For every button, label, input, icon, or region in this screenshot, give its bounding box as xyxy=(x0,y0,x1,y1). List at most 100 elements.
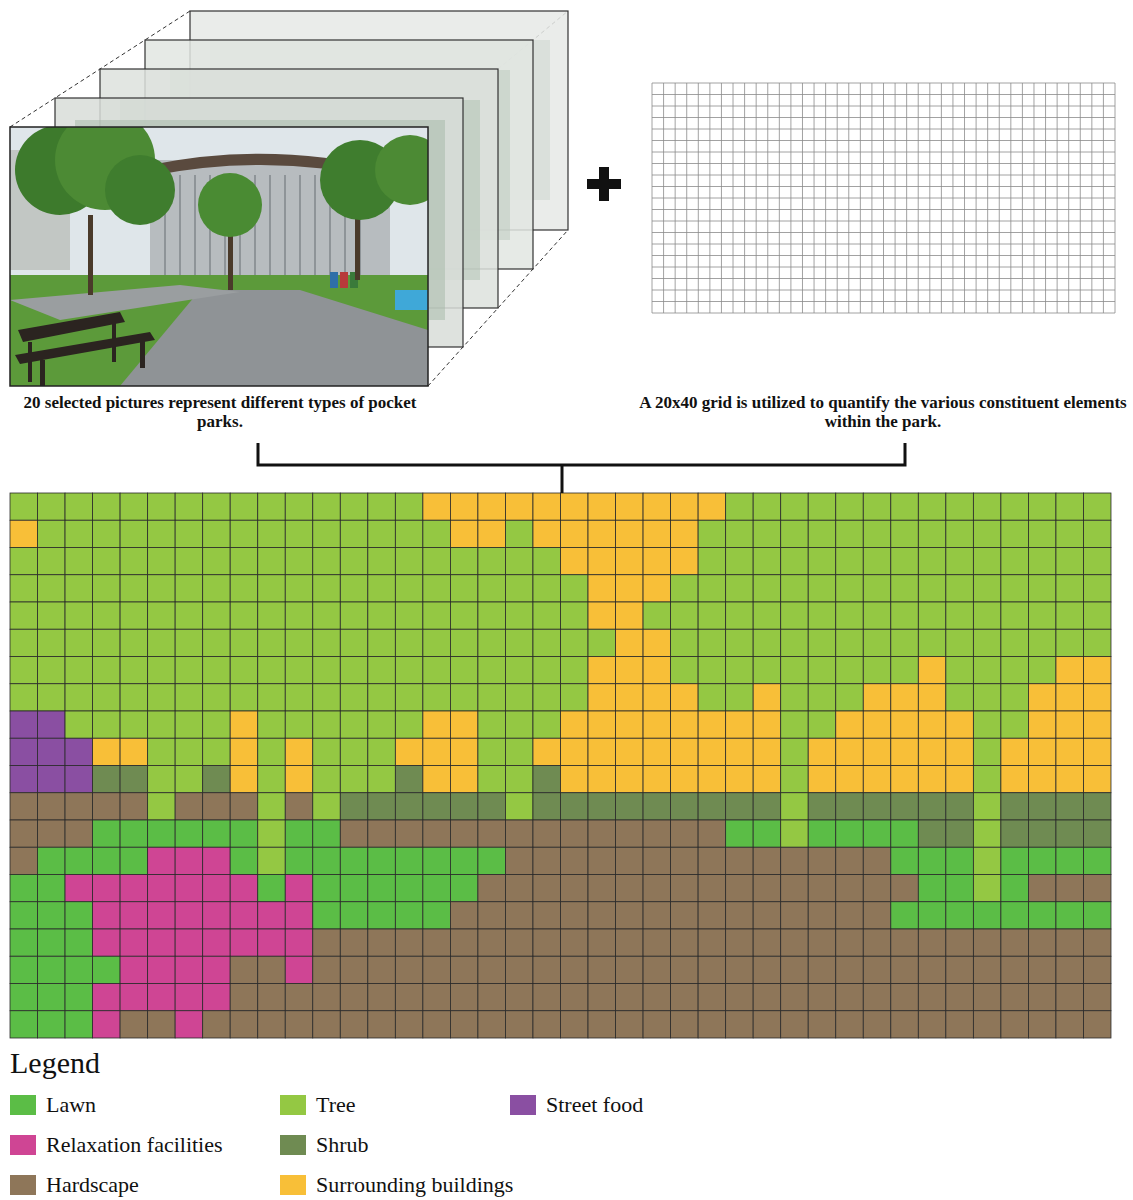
grid-cell xyxy=(588,956,616,983)
grid-cell xyxy=(478,493,506,520)
grid-cell xyxy=(836,1011,864,1038)
grid-cell xyxy=(38,711,66,738)
grid-cell xyxy=(643,657,671,684)
grid-cell xyxy=(671,575,699,602)
grid-cell xyxy=(368,629,396,656)
grid-cell xyxy=(423,738,451,765)
grid-cell xyxy=(93,820,121,847)
grid-cell xyxy=(891,548,919,575)
grid-cell xyxy=(533,766,561,793)
grid-cell xyxy=(175,820,203,847)
grid-cell xyxy=(230,575,258,602)
grid-cell xyxy=(505,847,533,874)
grid-cell xyxy=(588,520,616,547)
grid-cell xyxy=(395,902,423,929)
grid-cell xyxy=(781,684,809,711)
grid-cell xyxy=(148,766,176,793)
grid-cell xyxy=(698,493,726,520)
grid-cell xyxy=(368,984,396,1011)
grid-cell xyxy=(1056,902,1084,929)
grid-cell xyxy=(616,984,644,1011)
grid-cell xyxy=(946,711,974,738)
grid-cell xyxy=(313,766,341,793)
grid-cell xyxy=(175,629,203,656)
grid-cell xyxy=(863,711,891,738)
grid-cell xyxy=(478,520,506,547)
grid-cell xyxy=(395,820,423,847)
grid-cell xyxy=(1056,629,1084,656)
grid-cell xyxy=(533,956,561,983)
grid-cell xyxy=(698,520,726,547)
grid-cell xyxy=(808,602,836,629)
grid-cell xyxy=(698,875,726,902)
grid-cell xyxy=(1028,929,1056,956)
grid-cell xyxy=(368,902,396,929)
legend-item: Surrounding buildings xyxy=(280,1171,513,1199)
grid-cell xyxy=(313,711,341,738)
grid-cell xyxy=(726,820,754,847)
grid-cell xyxy=(285,847,313,874)
grid-cell xyxy=(698,929,726,956)
grid-cell xyxy=(781,875,809,902)
grid-cell xyxy=(38,575,66,602)
grid-cell xyxy=(946,875,974,902)
grid-cell xyxy=(340,711,368,738)
grid-cell xyxy=(1028,875,1056,902)
grid-cell xyxy=(533,847,561,874)
legend-title: Legend xyxy=(10,1046,100,1080)
grid-cell xyxy=(808,766,836,793)
grid-caption: A 20x40 grid is utilized to quantify the… xyxy=(633,393,1133,431)
grid-cell xyxy=(340,629,368,656)
grid-cell xyxy=(863,738,891,765)
grid-cell xyxy=(643,602,671,629)
grid-cell xyxy=(671,629,699,656)
grid-cell xyxy=(65,575,93,602)
grid-cell xyxy=(946,602,974,629)
grid-cell xyxy=(753,1011,781,1038)
grid-cell xyxy=(1001,902,1029,929)
grid-cell xyxy=(533,902,561,929)
grid-cell xyxy=(726,793,754,820)
grid-cell xyxy=(38,1011,66,1038)
grid-cell xyxy=(65,984,93,1011)
grid-cell xyxy=(38,629,66,656)
grid-cell xyxy=(781,766,809,793)
grid-cell xyxy=(808,575,836,602)
grid-cell xyxy=(726,738,754,765)
grid-cell xyxy=(808,956,836,983)
grid-cell xyxy=(698,657,726,684)
grid-cell xyxy=(423,493,451,520)
grid-cell xyxy=(781,657,809,684)
grid-cell xyxy=(698,548,726,575)
grid-cell xyxy=(781,738,809,765)
grid-cell xyxy=(395,793,423,820)
grid-cell xyxy=(918,902,946,929)
grid-cell xyxy=(120,820,148,847)
legend-swatch xyxy=(280,1135,306,1155)
grid-cell xyxy=(973,820,1001,847)
grid-cell xyxy=(1028,956,1056,983)
grid-cell xyxy=(918,711,946,738)
grid-cell xyxy=(918,738,946,765)
grid-cell xyxy=(973,602,1001,629)
grid-cell xyxy=(1056,548,1084,575)
grid-cell xyxy=(93,738,121,765)
grid-cell xyxy=(395,1011,423,1038)
grid-cell xyxy=(781,929,809,956)
grid-cell xyxy=(175,575,203,602)
grid-cell xyxy=(1083,684,1111,711)
grid-cell xyxy=(10,793,38,820)
grid-cell xyxy=(863,575,891,602)
grid-cell xyxy=(93,929,121,956)
grid-cell xyxy=(340,548,368,575)
grid-cell xyxy=(671,1011,699,1038)
grid-cell xyxy=(505,766,533,793)
grid-cell xyxy=(588,793,616,820)
grid-cell xyxy=(1028,847,1056,874)
grid-cell xyxy=(671,984,699,1011)
grid-cell xyxy=(891,875,919,902)
grid-cell xyxy=(203,902,231,929)
grid-cell xyxy=(65,629,93,656)
grid-cell xyxy=(643,929,671,956)
grid-cell xyxy=(753,820,781,847)
